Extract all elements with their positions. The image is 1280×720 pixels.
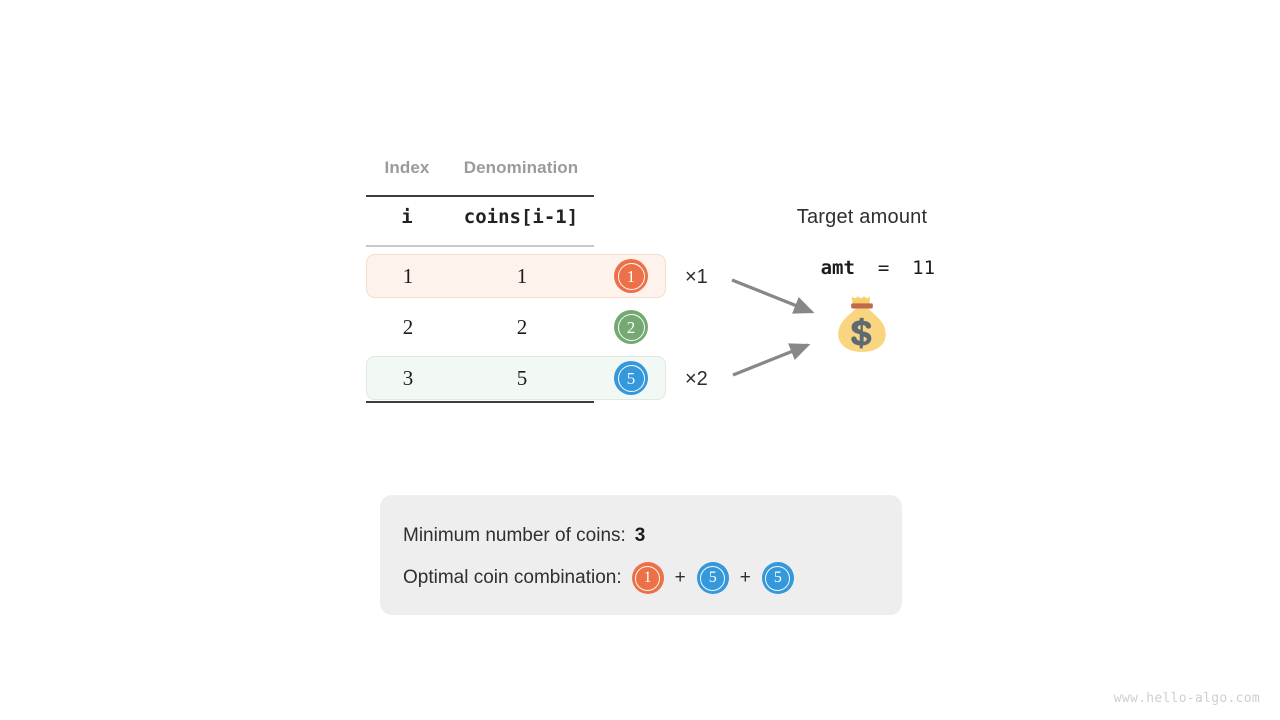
target-amount-value: 11: [912, 257, 936, 279]
multiplier-row-3: ×2: [685, 368, 708, 390]
code-header-denomination-cell: coins[i-1]: [448, 206, 594, 228]
row-denomination-cell: 2: [449, 315, 595, 340]
row-index-cell: 2: [367, 315, 449, 340]
plus-sign: +: [739, 567, 751, 588]
coin-chip-value: 1: [643, 569, 652, 586]
row-coin-cell: 2: [595, 310, 667, 344]
coin-chip: 1: [614, 259, 648, 293]
money-bag-icon: [838, 296, 886, 352]
site-watermark: www.hello-algo.com: [1113, 691, 1260, 706]
min-coins-value: 3: [634, 525, 646, 546]
code-header-index: i: [401, 206, 413, 228]
row-denomination-value: 1: [516, 263, 528, 288]
solution-summary-box: Minimum number of coins: 3 Optimal coin …: [380, 495, 902, 615]
min-coins-label: Minimum number of coins:: [403, 525, 626, 546]
table-row: 2 2 2: [366, 305, 666, 349]
column-header-denomination: Denomination: [463, 158, 579, 177]
coin-chip: 5: [696, 562, 729, 594]
target-amount-title: Target amount: [796, 206, 928, 228]
coin-denomination-table: Index Denomination i coins[i-1] 1 1: [366, 158, 666, 403]
row-coin-cell: 1: [595, 259, 667, 293]
coin-chip-value: 5: [773, 569, 782, 586]
row-denomination-value: 5: [516, 365, 528, 390]
table-row: 1 1 1: [366, 254, 666, 298]
target-variable-name: amt: [820, 257, 855, 279]
column-header-index-cell: Index: [366, 158, 448, 178]
arrow-coin5-to-bag: [732, 343, 811, 377]
optimal-combination-coins: 1 + 5 + 5: [631, 562, 794, 594]
coin-chip-value: 1: [626, 266, 636, 286]
plus-sign: +: [674, 567, 686, 588]
row-denomination-cell: 1: [449, 264, 595, 289]
min-coins-line: Minimum number of coins: 3: [403, 519, 902, 553]
coin-chip: 5: [761, 562, 794, 594]
row-index-cell: 1: [367, 264, 449, 289]
row-denomination-cell: 5: [449, 366, 595, 391]
optimal-combination-line: Optimal coin combination: 1 + 5 + 5: [403, 561, 902, 595]
coin-chip: 5: [614, 361, 648, 395]
code-header-index-cell: i: [366, 206, 448, 228]
column-header-index: Index: [384, 158, 430, 177]
row-denomination-value: 2: [516, 314, 528, 339]
code-header-denomination: coins[i-1]: [463, 206, 579, 228]
table-bottom-divider: [366, 401, 594, 403]
row-coin-cell: 5: [595, 361, 667, 395]
coin-chip-value: 5: [626, 368, 636, 388]
target-equals-sign: =: [877, 257, 890, 279]
row-index-cell: 3: [367, 366, 449, 391]
table-subheader-divider: [366, 245, 594, 247]
table-header-divider: [366, 195, 594, 197]
coin-chip: 1: [631, 562, 664, 594]
row-index-value: 2: [402, 314, 414, 339]
table-code-header-row: i coins[i-1]: [366, 197, 666, 241]
row-index-value: 3: [402, 365, 414, 390]
optimal-combination-label: Optimal coin combination:: [403, 567, 622, 588]
row-index-value: 1: [402, 263, 414, 288]
column-header-denomination-cell: Denomination: [448, 158, 594, 178]
coin-chip-value: 5: [708, 569, 717, 586]
target-amount-expression: amt = 11: [762, 235, 962, 302]
coin-chip: 2: [614, 310, 648, 344]
table-row: 3 5 5: [366, 356, 666, 400]
target-amount-block: Target amount amt = 11: [762, 206, 962, 302]
multiplier-row-1: ×1: [685, 266, 708, 288]
table-header-labels: Index Denomination: [366, 158, 666, 190]
coin-chip-value: 2: [626, 317, 636, 337]
